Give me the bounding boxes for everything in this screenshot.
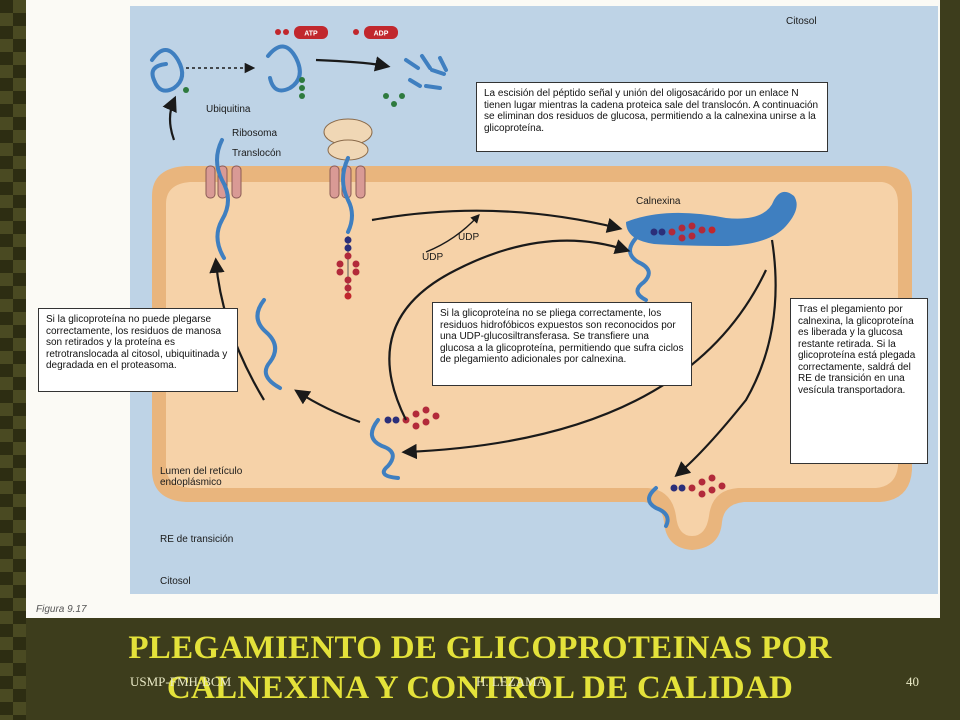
label-citosol-top: Citosol (786, 16, 817, 27)
label-lumen: Lumen del retículo endoplásmico (160, 466, 243, 488)
label-citosol-bottom: Citosol (160, 576, 191, 587)
oligosaccharide-vesicle (670, 474, 726, 498)
callout-no-puede: Si la glicoproteína no puede plegarse co… (38, 308, 238, 392)
udp-arrow (425, 213, 480, 253)
vesicle-protein (647, 486, 670, 528)
label-ubiquitina: Ubiquitina (206, 104, 251, 115)
callout-escision: La escisión del péptido señal y unión de… (476, 82, 828, 152)
callout-no-pliega: Si la glicoproteína no se pliega correct… (432, 302, 692, 386)
label-ribosoma: Ribosoma (232, 128, 278, 139)
checkered-border (0, 0, 26, 720)
misfolded-protein-bottom (370, 418, 400, 480)
label-re-transicion: RE de transición (160, 534, 234, 545)
arrow-release-to-misfold (401, 269, 767, 460)
oligosaccharide-calnexin (650, 222, 716, 242)
retrotranslocated-chain (215, 138, 230, 260)
arrow-ubiquitin (162, 95, 177, 141)
adp-pill: ADP (353, 26, 398, 39)
ubiquitin-dots (183, 77, 405, 107)
arrow-to-calnexin (371, 209, 623, 233)
ubiquitin-chain-1 (150, 48, 185, 93)
arrow-release (674, 239, 777, 478)
svg-text:ADP: ADP (374, 31, 389, 38)
arrow-atp (315, 56, 391, 72)
page-number: 40 (906, 674, 919, 689)
arrow-misfold-left (294, 389, 361, 424)
label-udp-top: UDP (458, 232, 480, 243)
nascent-chain (341, 156, 354, 234)
footer-left: USMP-FMH-BCM (130, 674, 232, 689)
ribosome (323, 118, 373, 161)
svg-text:ATP: ATP (304, 31, 318, 38)
translocon-right (329, 165, 366, 199)
label-translocon: Translocón (232, 148, 282, 159)
fragments (404, 54, 448, 90)
atp-pill: ATP (275, 26, 328, 39)
callout-tras: Tras el plegamiento por calnexina, la gl… (790, 298, 928, 464)
label-udp-left: UDP (422, 252, 444, 263)
oligosaccharide-misfolded (384, 406, 440, 430)
footer-center: H. LEZAMA (476, 674, 547, 689)
ubiquitin-chain-2 (266, 44, 302, 93)
slide-title: PLEGAMIENTO DE GLICOPROTEINAS POR CALNEX… (128, 630, 832, 706)
misfolded-protein-left (255, 298, 282, 390)
oligosaccharide-nascent (336, 236, 360, 300)
figure-number: Figura 9.17 (36, 604, 87, 615)
label-calnexina: Calnexina (636, 196, 681, 207)
arrow-cycle (388, 239, 631, 421)
